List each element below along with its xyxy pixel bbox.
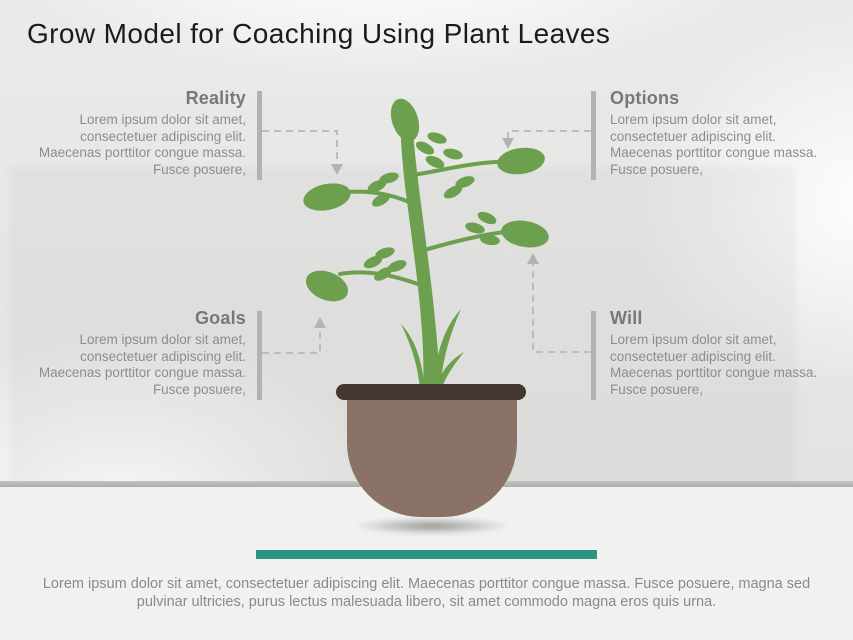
section-reality-body: Lorem ipsum dolor sit amet, consectetuer… xyxy=(38,112,246,178)
options-divider-bar xyxy=(591,91,596,180)
section-will: Will Lorem ipsum dolor sit amet, consect… xyxy=(610,308,826,399)
section-goals: Goals Lorem ipsum dolor sit amet, consec… xyxy=(30,308,246,399)
reality-divider-bar xyxy=(257,91,262,180)
pot-body xyxy=(347,398,517,517)
plant-small-leaves xyxy=(363,132,500,281)
footer-text: Lorem ipsum dolor sit amet, consectetuer… xyxy=(42,576,811,611)
slide-title: Grow Model for Coaching Using Plant Leav… xyxy=(27,18,611,49)
section-goals-body: Lorem ipsum dolor sit amet, consectetuer… xyxy=(38,332,246,398)
section-goals-heading: Goals xyxy=(194,308,246,328)
section-options-heading: Options xyxy=(610,88,680,108)
section-options-body: Lorem ipsum dolor sit amet, consectetuer… xyxy=(610,112,818,178)
pot-rim xyxy=(336,384,526,400)
section-options: Options Lorem ipsum dolor sit amet, cons… xyxy=(610,88,826,179)
pot-shadow xyxy=(350,517,514,535)
section-will-heading: Will xyxy=(610,308,643,328)
accent-bar xyxy=(256,550,597,559)
section-reality-heading: Reality xyxy=(185,88,246,108)
plant-stem xyxy=(400,105,464,390)
goals-divider-bar xyxy=(257,311,262,400)
section-will-body: Lorem ipsum dolor sit amet, consectetuer… xyxy=(610,332,818,398)
section-reality: Reality Lorem ipsum dolor sit amet, cons… xyxy=(30,88,246,179)
will-divider-bar xyxy=(591,311,596,400)
plant-illustration xyxy=(303,98,549,390)
